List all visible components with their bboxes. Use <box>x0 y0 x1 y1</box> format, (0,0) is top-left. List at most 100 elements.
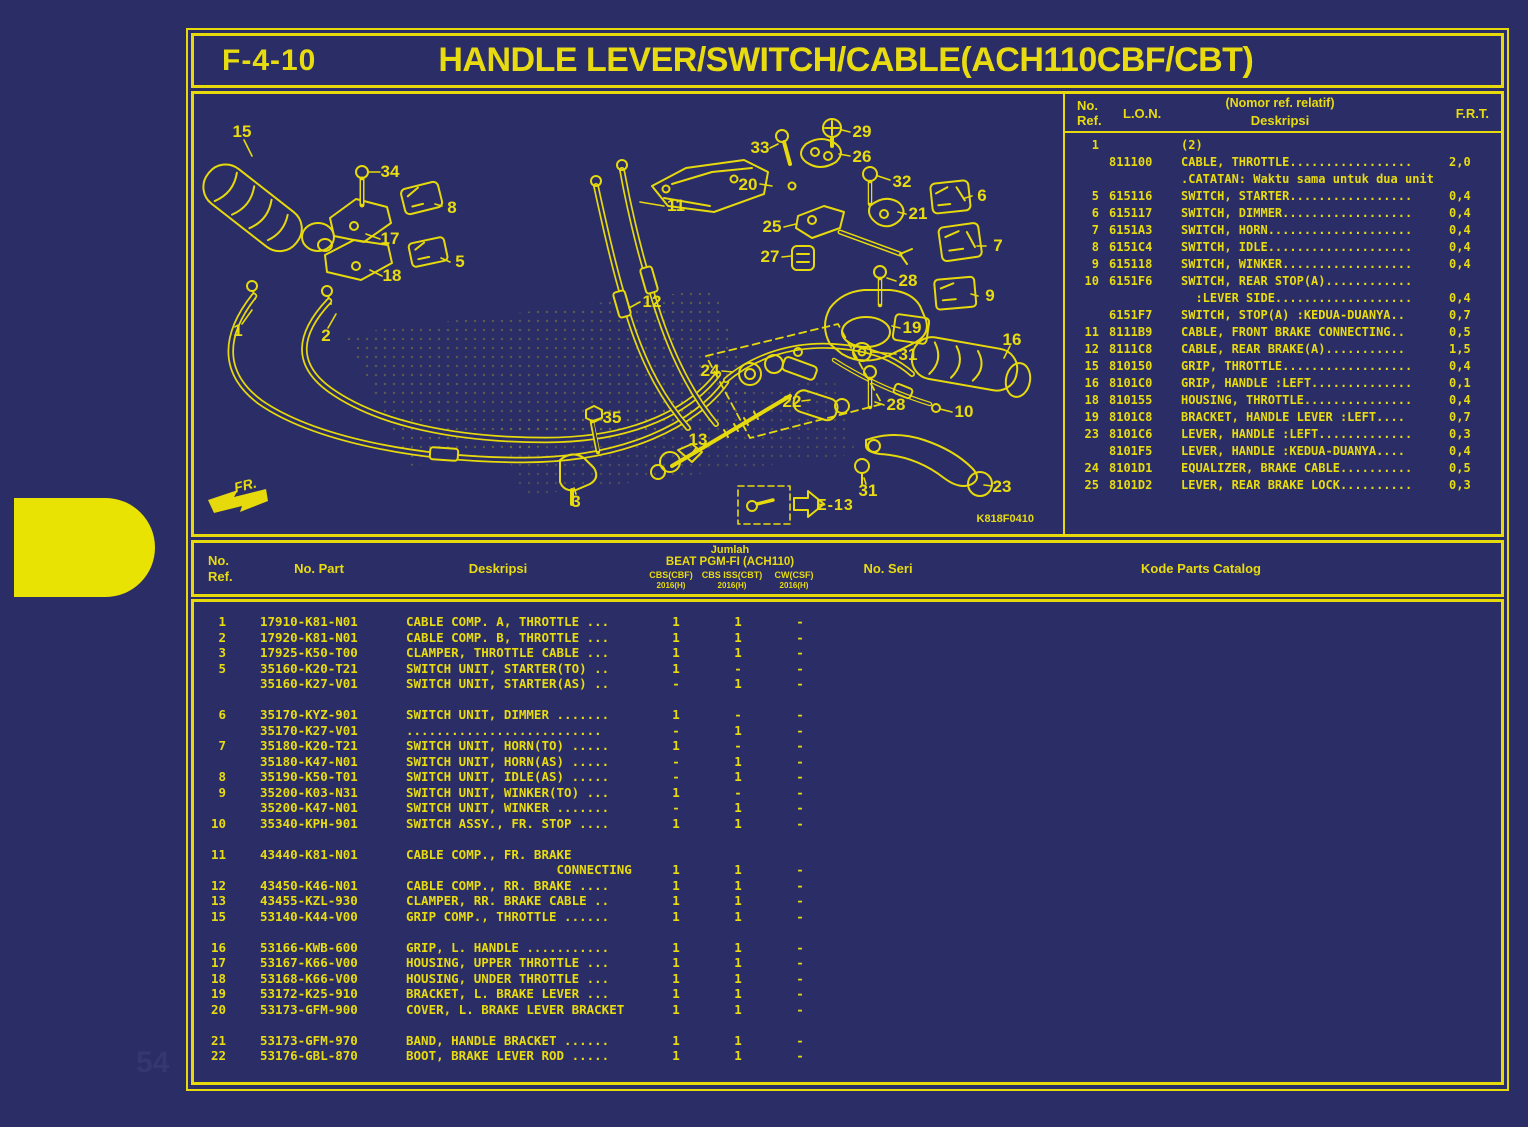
pt-q: 1 <box>734 645 742 660</box>
pt-ref <box>194 800 226 816</box>
rt-ref: 23 <box>1084 427 1099 441</box>
rt-ref <box>1065 443 1099 460</box>
rt-ref: 10 <box>1084 274 1099 288</box>
row-spacer <box>194 692 1501 708</box>
pt-desc: CLAMPER, RR. BRAKE CABLE .. <box>406 893 610 908</box>
pt-q: 1 <box>734 1001 742 1017</box>
pt-part: 53172-K25-910 <box>260 986 358 1001</box>
pt-ref: 5 <box>218 660 226 676</box>
title-bar: F-4-10 HANDLE LEVER/SWITCH/CABLE(ACH110C… <box>191 33 1504 88</box>
pt-q: 1 <box>672 1032 680 1048</box>
pt-ref: 22 <box>210 1048 226 1063</box>
callout-1: 1 <box>233 321 243 340</box>
pt-q: 1 <box>672 645 680 660</box>
pt-part: 53173-GFM-970 <box>260 1032 358 1048</box>
pt-desc: SWITCH UNIT, WINKER(TO) ... <box>406 784 610 800</box>
pt-q: 1 <box>672 707 680 722</box>
e13-reference-label: E-13 <box>816 497 854 514</box>
rt-desc: HOUSING, THROTTLE............... <box>1181 393 1413 407</box>
callout-28: 28 <box>898 271 918 290</box>
outer-border <box>186 28 1509 1091</box>
rt-desc: CABLE, FRONT BRAKE CONNECTING.. <box>1181 325 1405 339</box>
pt-part: 35170-KYZ-901 <box>260 707 358 722</box>
pt-ref: 10 <box>210 815 226 831</box>
callout-26: 26 <box>852 147 872 166</box>
pt-q: 1 <box>734 815 742 831</box>
pt-part: 35180-K20-T21 <box>260 738 358 753</box>
deskripsi-col-header: Deskripsi <box>1250 113 1310 128</box>
rt-frt <box>1449 273 1489 290</box>
pt-q: 1 <box>734 986 742 1001</box>
pt-desc: COVER, L. BRAKE LEVER BRACKET <box>406 1001 625 1017</box>
frt-col-header: F.R.T. <box>1455 106 1489 121</box>
callout-2: 2 <box>321 326 331 345</box>
rt-lon: 615118 <box>1109 257 1153 271</box>
pt-q: 1 <box>672 893 680 908</box>
pt-ref: 1 <box>218 614 226 629</box>
pt-q: - <box>796 955 804 970</box>
rt-desc: SWITCH, REAR STOP(A)............ <box>1181 274 1413 288</box>
pt-desc: SWITCH UNIT, DIMMER ....... <box>406 707 610 722</box>
pt-desc: SWITCH UNIT, IDLE(AS) ..... <box>406 769 610 784</box>
pt-part: 35180-K47-N01 <box>260 753 358 769</box>
pt-q: 1 <box>734 753 742 769</box>
exploded-parts-diagram <box>202 118 1032 525</box>
pt-part: 17920-K81-N01 <box>260 629 358 645</box>
pt-ref: 17 <box>210 955 226 970</box>
rt-desc: EQUALIZER, BRAKE CABLE.......... <box>1181 461 1413 475</box>
rt-frt: 0,7 <box>1449 410 1471 424</box>
rt-desc: LEVER, HANDLE :LEFT............. <box>1181 427 1413 441</box>
lon-col-header: L.O.N. <box>1123 106 1162 121</box>
rt-ref <box>1065 290 1099 307</box>
pt-q: - <box>796 1001 804 1017</box>
pt-ref <box>194 754 226 770</box>
pt-ref: 7 <box>218 738 226 753</box>
pt-ref: 16 <box>210 939 226 955</box>
callout-11: 11 <box>667 196 685 215</box>
pt-q: - <box>734 660 742 676</box>
rt-desc: SWITCH, DIMMER.................. <box>1181 206 1413 220</box>
rt-ref <box>1065 307 1099 324</box>
rt-lon: 6151A3 <box>1109 223 1153 237</box>
rt-desc: CABLE, REAR BRAKE(A)........... <box>1181 342 1405 356</box>
pt-desc: GRIP, L. HANDLE ........... <box>406 939 610 955</box>
pt-part: 53167-K66-V00 <box>260 955 358 970</box>
rt-desc: SWITCH, WINKER.................. <box>1181 257 1413 271</box>
pt-q: 1 <box>734 877 742 893</box>
row-spacer <box>194 924 1501 940</box>
pt-ref: 13 <box>210 893 226 908</box>
pt-q: 1 <box>672 1001 680 1017</box>
pt-q: 1 <box>672 1048 680 1063</box>
pt-q: - <box>796 986 804 1001</box>
pt-part: 43440-K81-N01 <box>260 846 358 862</box>
pt-q: - <box>796 738 804 753</box>
parts-no-part-header: No. Part <box>294 561 344 576</box>
pt-q: - <box>796 908 804 924</box>
callout-22: 22 <box>782 392 802 411</box>
rt-frt: 2,0 <box>1449 155 1471 169</box>
section-bookmark-tab[interactable] <box>14 498 155 597</box>
pt-q: 1 <box>672 970 680 986</box>
pt-q: - <box>796 753 804 769</box>
rt-ref: 25 <box>1084 478 1099 492</box>
rt-frt <box>1449 171 1489 188</box>
pt-q: - <box>672 769 680 784</box>
pt-ref: 6 <box>218 707 226 722</box>
rt-lon <box>1109 290 1171 307</box>
rt-lon: 8101C6 <box>1109 427 1153 441</box>
pt-q: 1 <box>672 986 680 1001</box>
pt-q: - <box>796 784 804 800</box>
callout-35: 35 <box>602 408 622 427</box>
rt-frt: 0,4 <box>1449 393 1471 407</box>
